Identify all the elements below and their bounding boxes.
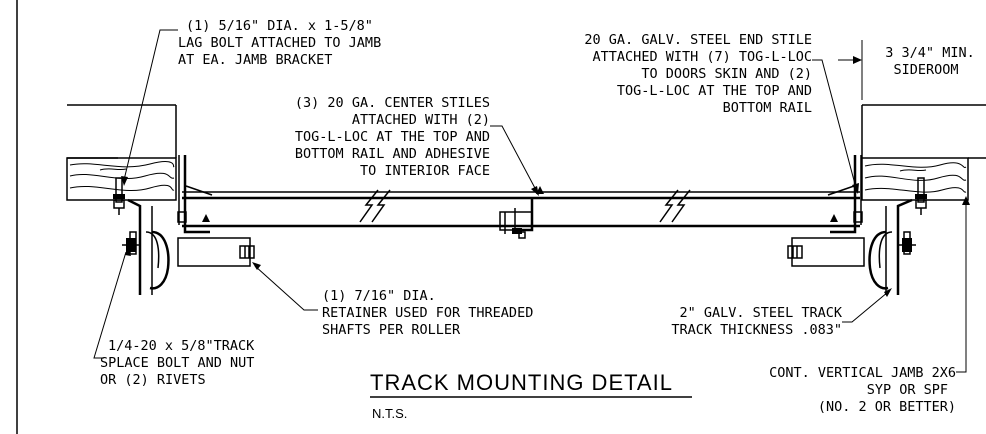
track-note-line-1: 2" GALV. STEEL TRACK <box>679 305 842 321</box>
end-stile-note-line-3: TO DOORS SKIN AND (2) <box>641 66 812 82</box>
end-stile-note-line-1: 20 GA. GALV. STEEL END STILE <box>584 32 812 48</box>
sideroom-note-line-2: SIDEROOM <box>893 62 958 78</box>
splice-bolt-note-line-2: SPLACE BOLT AND NUT <box>100 355 254 371</box>
center-stile <box>499 186 544 239</box>
jamb-note-line-1: CONT. VERTICAL JAMB 2X6 <box>769 365 956 381</box>
end-stile-note-line-4: TOG-L-LOC AT THE TOP AND <box>617 83 812 99</box>
retainer-note-line-3: SHAFTS PER ROLLER <box>322 322 461 338</box>
center-stiles-note-line-3: TOG-L-LOC AT THE TOP AND <box>295 129 490 145</box>
splice-bolt-note-line-3: OR (2) RIVETS <box>100 372 206 388</box>
leader-lines <box>93 29 970 373</box>
jamb-note-line-2: SYP OR SPF <box>867 382 948 398</box>
right-track-assembly <box>787 155 927 295</box>
center-stiles-note-line-5: TO INTERIOR FACE <box>360 163 490 179</box>
lag-bolt-note-line-3: AT EA. JAMB BRACKET <box>178 52 332 68</box>
end-stile-note-line-5: BOTTOM RAIL <box>723 100 812 116</box>
lag-bolt-note-line-2: LAG BOLT ATTACHED TO JAMB <box>178 35 381 51</box>
center-stiles-note-line-2: ATTACHED WITH (2) <box>352 112 490 128</box>
center-stiles-note-line-4: BOTTOM RAIL AND ADHESIVE <box>295 146 490 162</box>
drawing-title: TRACK MOUNTING DETAIL <box>370 370 673 395</box>
right-wall-section <box>861 104 986 201</box>
drawing-scale: N.T.S. <box>372 406 407 421</box>
door-section <box>182 189 860 228</box>
end-stile-note-line-2: ATTACHED WITH (7) TOG-L-LOC <box>593 49 812 65</box>
splice-bolt-note-line-1: 1/4-20 x 5/8"TRACK <box>108 338 255 354</box>
track-note-line-2: TRACK THICKNESS .083" <box>671 322 842 338</box>
lag-bolt-note-line-1: (1) 5/16" DIA. x 1-5/8" <box>186 18 373 34</box>
left-track-assembly <box>113 155 255 295</box>
jamb-note-line-3: (NO. 2 OR BETTER) <box>818 399 956 415</box>
retainer-note-line-2: RETAINER USED FOR THREADED <box>322 305 533 321</box>
retainer-note-line-1: (1) 7/16" DIA. <box>322 288 436 304</box>
center-stiles-note-line-1: (3) 20 GA. CENTER STILES <box>295 95 490 111</box>
sideroom-note-line-1: 3 3/4" MIN. <box>885 45 974 61</box>
